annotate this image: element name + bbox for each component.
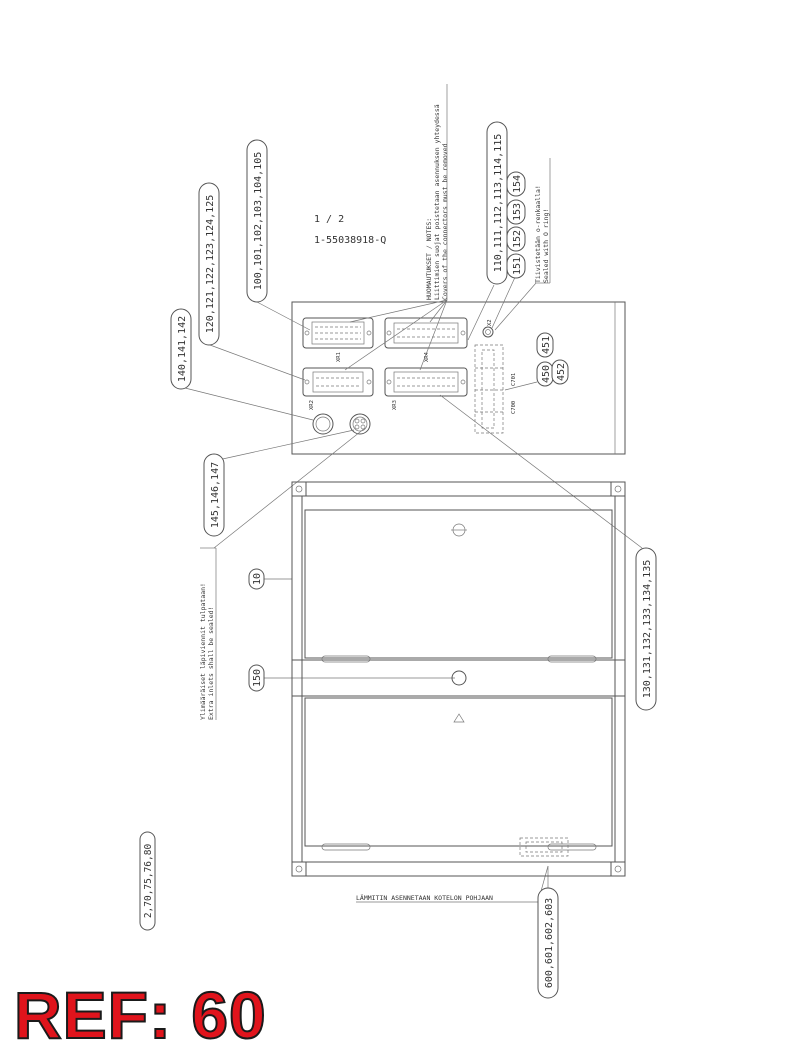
- connector-xr2-label: XR2: [309, 400, 315, 410]
- cable-gland-2: [349, 413, 371, 435]
- connector-xr4-label: XR4: [424, 351, 430, 362]
- connector-xr3: XR3: [384, 367, 468, 410]
- callout-c110-label: 110,111,112,113,114,115: [493, 134, 504, 272]
- callout-c2-label: 2,70,75,76,80: [143, 844, 154, 919]
- connector-xr1: XR1: [302, 317, 374, 362]
- callout-c600-label: 600,601,602,603: [544, 898, 555, 988]
- callout-c152: 152: [506, 226, 526, 252]
- callout-c140-label: 140,141,142: [177, 316, 188, 382]
- connector-panel: XR1 XR4 XR2: [291, 301, 626, 455]
- extra-inlets-note: Ylimääräiset läpiviennit tulpataan! Extr…: [199, 547, 217, 721]
- callout-c150: 150: [248, 664, 265, 692]
- callout-c451: 451: [536, 332, 554, 358]
- callout-c145-label: 145,146,147: [210, 462, 221, 528]
- callout-c10: 10: [248, 568, 265, 590]
- callout-c154: 154: [506, 171, 526, 197]
- connector-xr1-label: XR1: [336, 352, 342, 362]
- seal-note-line-2: Sealed with O ring!: [542, 209, 550, 283]
- callout-c100-label: 100,101,102,103,104,105: [253, 152, 264, 290]
- callout-c140: 140,141,142: [170, 308, 192, 390]
- connector-xr4: XR4: [384, 317, 468, 362]
- connector-xr2: XR2: [302, 367, 374, 410]
- callout-c145: 145,146,147: [203, 453, 225, 537]
- center-bolt: [451, 670, 467, 686]
- callout-c130-label: 130,131,132,133,134,135: [642, 560, 653, 698]
- terminal-block: C701 C700: [474, 344, 517, 434]
- seal-note-line-1: Tiivistetään o-renkaalla!: [534, 185, 542, 283]
- warning-symbol: [453, 713, 465, 723]
- callout-c452: 452: [551, 359, 569, 385]
- callout-c120-label: 120,121,122,123,124,125: [205, 195, 216, 333]
- notes-line-1: Liittimien suojat poistetaan asennuksen …: [433, 104, 441, 300]
- callout-c600: 600,601,602,603: [537, 887, 559, 999]
- leader-lines: [184, 274, 643, 903]
- extra-inlets-line-2: Extra inlets shall be sealed!: [207, 607, 215, 721]
- callout-c151-label: 151: [512, 257, 523, 275]
- sheet-page-number: 1 / 2: [314, 214, 344, 225]
- seal-note: Tiivistetään o-renkaalla! Sealed with O …: [534, 158, 551, 284]
- connector-xr3-label: XR3: [392, 400, 398, 410]
- callout-c153: 153: [506, 199, 526, 225]
- heater-note: LÄMMITIN ASENNETAAN KOTELON POHJAAN: [356, 893, 493, 902]
- callout-c154-label: 154: [512, 175, 523, 193]
- heater-outline: [519, 837, 569, 857]
- ref-label: REF: 60: [13, 978, 267, 1052]
- sheet-part-number: 1-55038918-Q: [314, 235, 386, 246]
- notes-header: HUOMAUTUKSET / NOTES:: [425, 218, 433, 300]
- callout-c153-label: 153: [512, 203, 523, 221]
- callout-c120: 120,121,122,123,124,125: [198, 182, 220, 346]
- callout-c100: 100,101,102,103,104,105: [246, 139, 268, 303]
- callout-c450-label: 450: [541, 365, 552, 383]
- callout-c452-label: 452: [556, 363, 567, 381]
- callout-c451-label: 451: [541, 336, 552, 354]
- notes-block: HUOMAUTUKSET / NOTES: Liittimien suojat …: [425, 84, 449, 300]
- terminal-c701-label: C701: [511, 373, 517, 386]
- callout-c130: 130,131,132,133,134,135: [635, 547, 657, 711]
- callout-c450: 450: [536, 361, 554, 387]
- callout-c151: 151: [506, 253, 526, 279]
- extra-inlets-line-1: Ylimääräiset läpiviennit tulpataan!: [199, 583, 207, 720]
- notes-line-2: Covers of the connectors must be removed: [441, 143, 449, 300]
- connector-x2: X2: [482, 319, 494, 338]
- callout-c150-label: 150: [252, 669, 263, 687]
- callout-c10-label: 10: [252, 573, 263, 585]
- terminal-c700-label: C700: [511, 401, 517, 414]
- enclosure: [291, 481, 626, 877]
- cable-gland-1: [312, 413, 334, 435]
- connector-x2-label: X2: [487, 319, 493, 326]
- callout-c2: 2,70,75,76,80: [139, 831, 156, 931]
- callout-c110: 110,111,112,113,114,115: [486, 121, 508, 285]
- callout-c152-label: 152: [512, 230, 523, 248]
